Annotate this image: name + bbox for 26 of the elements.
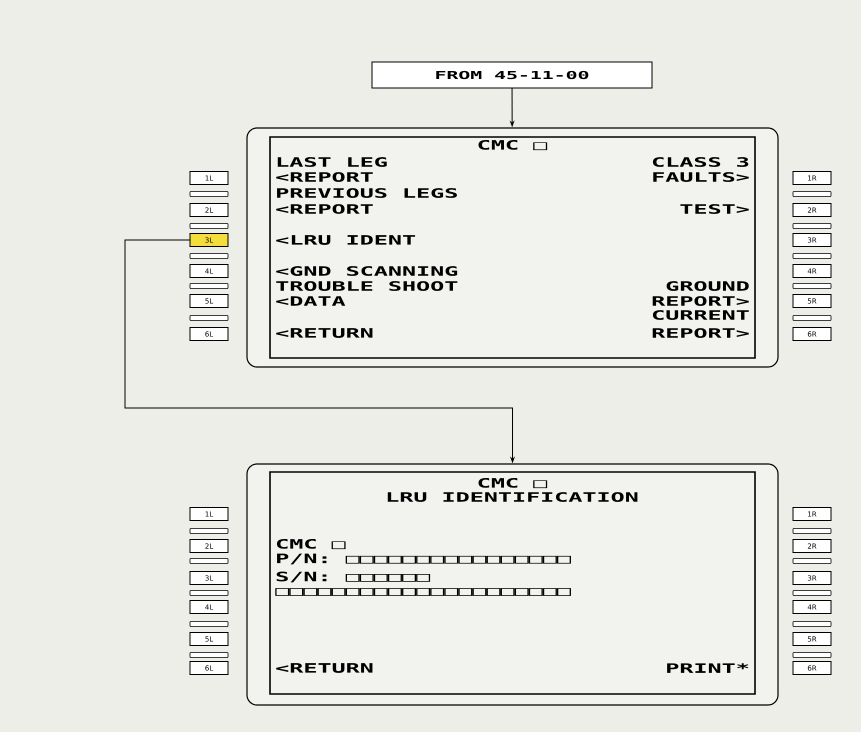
screen-text: <RETURN [276,328,372,338]
screen-text: S/N: □□□□□□ [276,572,430,582]
source-box: FROM 45-11-00 [372,62,652,88]
screen-text: <REPORT [276,204,373,214]
screen-text: <REPORT [276,172,373,182]
screen-text: <GND SCANNING [276,266,458,276]
screen-text: □□□□□□□□□□□□□□□□□□□□□ [275,588,571,596]
screen-text: REPORT> [652,296,749,306]
screen-text: <RETURN [276,663,372,673]
screen-text: LRU IDENTIFICATION [388,492,638,502]
screen-text: CMC □ [478,140,548,150]
screen-text: CLASS 3 [652,157,748,167]
screen-text: LAST LEG [278,157,387,167]
screen-text: P/N: □□□□□□□□□□□□□□□□ [277,554,571,564]
screen-text: CMC □ [276,538,346,550]
screen-text: <LRU IDENT [276,235,416,245]
screen-text: PREVIOUS LEGS [277,188,457,198]
screen-text: GROUND [666,281,749,291]
screen-text: CMC □ [478,478,548,488]
screen-text: FAULTS> [653,172,749,182]
screen-text: PRINT* [667,663,748,673]
screen-text: REPORT> [652,328,749,338]
screen-text: TROUBLE SHOOT [276,281,458,291]
screen-text: CURRENT [652,310,749,320]
screen-text: <DATA [276,296,346,306]
screen-text: TEST> [680,204,749,214]
